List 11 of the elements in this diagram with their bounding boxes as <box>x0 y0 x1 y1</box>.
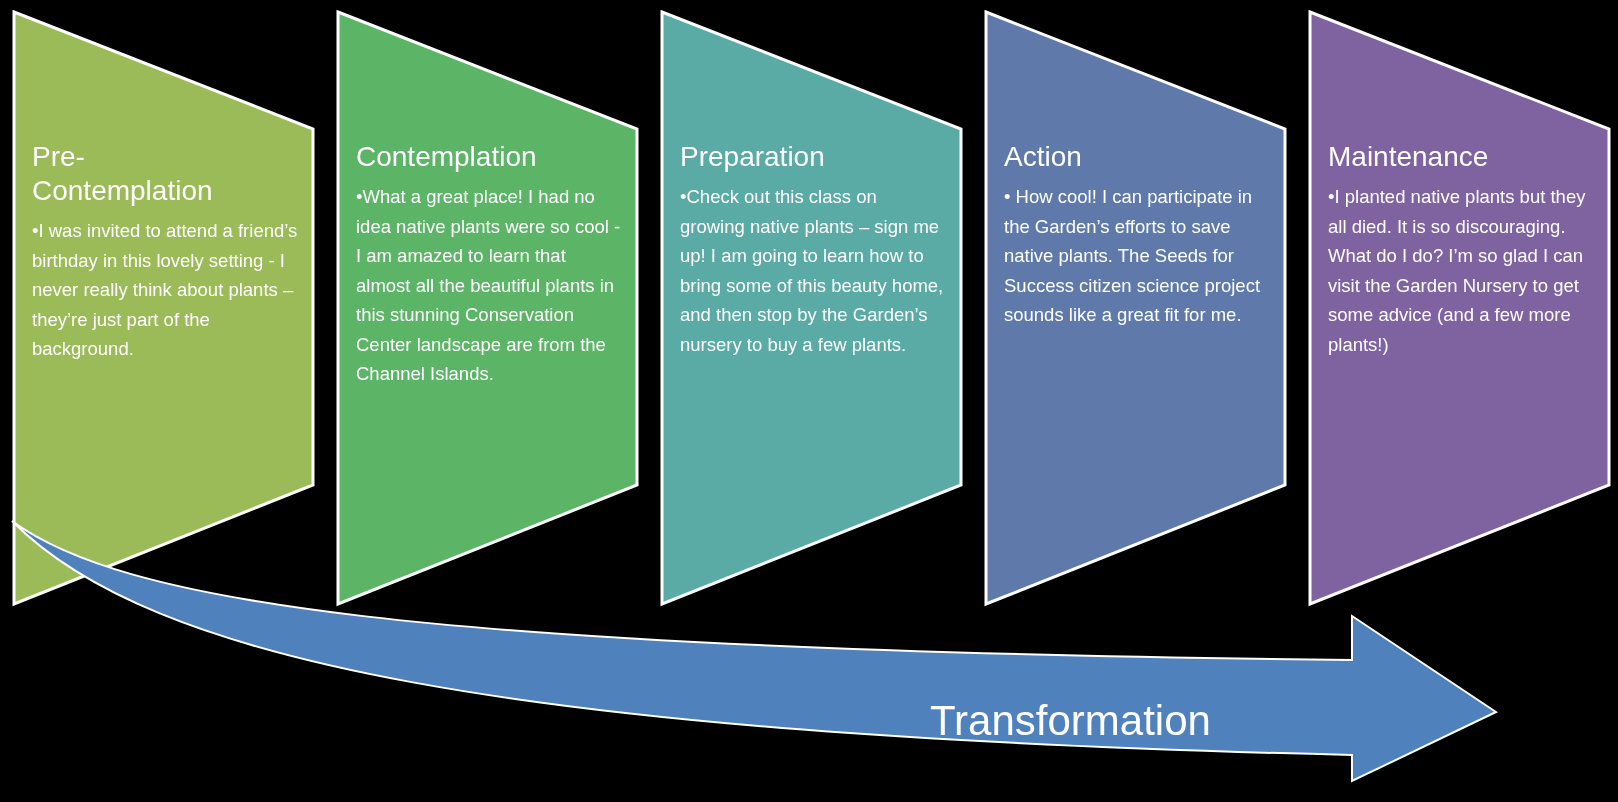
stage-description: •What a great place! I had no idea native plants were so cool - I am amazed to learn that almost all the beautiful plants in this stunning Conservation Center landscape are from the Channel Islands. <box>356 185 622 386</box>
stage-description: • How cool! I can participate in the Garden’s efforts to save native plants. The Seeds for Success citizen science project sounds like a great fit for me. <box>1004 185 1262 327</box>
stage-title: Contemplation <box>356 140 538 174</box>
stage-title: Pre- Contemplation <box>32 140 214 208</box>
stage-title: Preparation <box>680 140 826 174</box>
stage-description: •Check out this class on growing native plants – sign me up! I am going to learn how to bring some of this beauty home, and then stop by the Garden’s nursery to buy a few plants. <box>680 185 945 357</box>
arrow-label: Transformation <box>930 697 1211 745</box>
stage-title: Maintenance <box>1328 140 1490 174</box>
stage-description: •I was invited to attend a friend’s birthday in this lovely setting - I never really think about plants – they’re just part of the background. <box>32 219 298 361</box>
stage-title: Action <box>1004 140 1083 174</box>
stage-description: •I planted native plants but they all died. It is so discouraging. What do I do? I’m so glad I can visit the Garden Nursery to get some advice (and a few more plants!) <box>1328 185 1587 357</box>
